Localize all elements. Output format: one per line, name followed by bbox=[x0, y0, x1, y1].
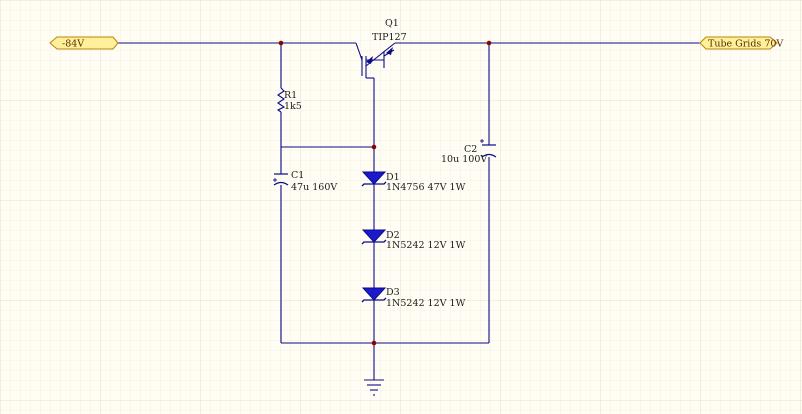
q1-designator: Q1 bbox=[385, 18, 399, 29]
d3-value: 1N5242 12V 1W bbox=[386, 298, 466, 309]
d1-value: 1N4756 47V 1W bbox=[386, 182, 466, 193]
d2-value: 1N5242 12V 1W bbox=[386, 240, 466, 251]
junction-dot bbox=[371, 144, 377, 150]
output-port[interactable]: Tube Grids 70V bbox=[699, 36, 783, 50]
junction-dot bbox=[278, 40, 284, 46]
output-port-label: Tube Grids 70V bbox=[708, 39, 783, 50]
d2-designator: D2 bbox=[386, 230, 400, 241]
d2-zener-diode[interactable] bbox=[361, 229, 387, 245]
d3-designator: D3 bbox=[386, 287, 400, 298]
input-port[interactable]: -84V bbox=[49, 36, 119, 50]
q1-transistor[interactable] bbox=[355, 42, 396, 79]
c1-value: 47u 160V bbox=[291, 182, 337, 193]
r1-resistor[interactable] bbox=[276, 87, 286, 113]
junctions bbox=[278, 40, 492, 346]
c1-capacitor[interactable] bbox=[273, 173, 289, 186]
input-port-label: -84V bbox=[62, 39, 84, 50]
d1-designator: D1 bbox=[386, 172, 400, 183]
q1-value: TIP127 bbox=[372, 32, 407, 43]
c2-designator: C2 bbox=[464, 144, 477, 155]
r1-designator: R1 bbox=[284, 90, 297, 101]
junction-dot bbox=[486, 40, 492, 46]
c2-capacitor[interactable] bbox=[480, 139, 497, 158]
c2-value: 10u 100V bbox=[441, 154, 487, 165]
ground-symbol[interactable] bbox=[364, 379, 384, 396]
d3-zener-diode[interactable] bbox=[361, 287, 387, 303]
c1-designator: C1 bbox=[291, 170, 304, 181]
wires bbox=[118, 42, 700, 380]
r1-value: 1k5 bbox=[284, 101, 302, 112]
junction-dot bbox=[371, 340, 377, 346]
d1-zener-diode[interactable] bbox=[361, 171, 387, 187]
